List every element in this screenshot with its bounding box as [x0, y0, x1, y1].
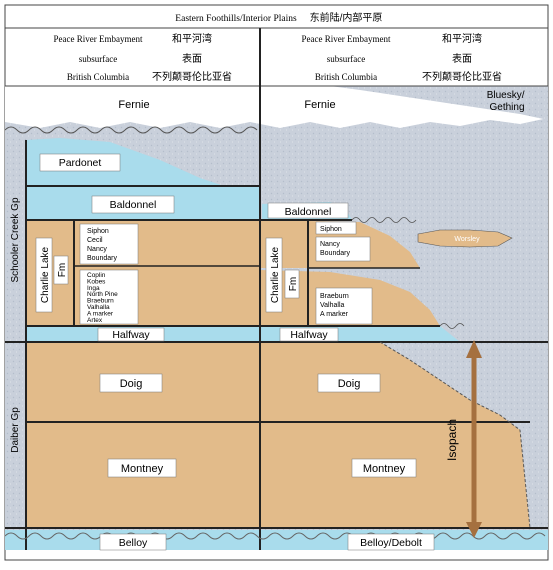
member-label: A marker: [320, 311, 349, 318]
header-title-zh: 东前陆/内部平原: [310, 11, 383, 24]
left-setting-en: subsurface: [79, 54, 117, 64]
montney-left-label: Montney: [121, 463, 164, 475]
charlie-lake-right-label: Charlie Lake: [270, 246, 281, 303]
montney-right-label: Montney: [363, 463, 406, 475]
member-label: Boundary: [320, 250, 350, 257]
member-label: A marker: [87, 310, 114, 317]
left-region-zh: 和平河湾: [172, 32, 212, 45]
member-label: Artex: [87, 317, 103, 324]
header-title-en: Eastern Foothills/Interior Plains: [175, 14, 297, 24]
member-label: Valhalla: [320, 302, 344, 309]
charlie-lake-left-label: Charlie Lake: [40, 246, 51, 303]
pinchout-lower: [439, 323, 465, 329]
left-province-zh: 不列颠哥伦比亚省: [152, 70, 232, 83]
halfway-right-label: Halfway: [290, 329, 328, 341]
left-province-en: British Columbia: [67, 72, 129, 82]
doig-left-label: Doig: [120, 378, 143, 390]
member-label: Siphon: [320, 226, 342, 233]
baldonnel-left-label: Baldonnel: [110, 199, 157, 211]
member-label: Cecil: [87, 237, 103, 244]
isopach-arrow-up: [466, 340, 482, 358]
right-province-zh: 不列颠哥伦比亚省: [422, 70, 502, 83]
right-region-zh: 和平河湾: [442, 32, 482, 45]
daiber-label: Daiber Gp: [10, 407, 21, 453]
montney-edge: [379, 341, 531, 529]
left-setting-zh: 表面: [182, 52, 202, 65]
upper-members-right-1: Siphon: [320, 226, 342, 233]
worsley-label: Worsley: [454, 236, 480, 243]
isopach-arrow-down: [466, 522, 482, 538]
member-label: Siphon: [87, 228, 109, 235]
baldonnel-right-label: Baldonnel: [285, 206, 332, 218]
member-label: Coplin: [87, 272, 106, 279]
right-province-en: British Columbia: [315, 72, 377, 82]
schooler-creek-label: Schooler Creek Gp: [10, 197, 21, 282]
member-label: Inga: [87, 285, 100, 292]
member-label: Nancy: [320, 241, 340, 248]
right-setting-zh: 表面: [452, 52, 472, 65]
halfway-left-label: Halfway: [112, 329, 150, 341]
fernie-left-label: Fernie: [118, 99, 149, 111]
fernie-right-label: Fernie: [304, 99, 335, 111]
right-setting-en: subsurface: [327, 54, 365, 64]
pinchout-upper: [351, 217, 417, 223]
pardonet-label: Pardonet: [59, 157, 102, 169]
unconformity-top-left: [4, 126, 258, 134]
doig-montney-left-fill: [26, 342, 260, 528]
doig-right-label: Doig: [338, 378, 361, 390]
pardonet-fill: [26, 138, 224, 186]
right-region-en: Peace River Embayment: [302, 34, 391, 44]
belloy-right-label: Belloy/Debolt: [360, 537, 422, 549]
member-label: Braeburn: [87, 298, 114, 305]
bluesky-wedge: [330, 86, 548, 120]
fm-right-label: Fm: [288, 277, 299, 291]
member-label: Nancy: [87, 246, 107, 253]
bluesky-line-2: Gething: [489, 102, 524, 113]
member-label: Boundary: [87, 255, 117, 262]
member-label: Braeburn: [320, 293, 349, 300]
bluesky-gething-label: Bluesky/ Gething: [487, 90, 528, 113]
bluesky-line-1: Bluesky/: [487, 90, 525, 101]
fm-left-label: Fm: [57, 263, 68, 277]
member-label: North Pine: [87, 291, 118, 298]
left-region-en: Peace River Embayment: [54, 34, 143, 44]
member-label: Kobes: [87, 278, 106, 285]
member-label: Valhalla: [87, 304, 110, 311]
belloy-left-label: Belloy: [119, 537, 148, 549]
isopach-label: Isopach: [445, 419, 459, 461]
unconformity-belloy: [4, 532, 546, 540]
worsley-lens: [417, 229, 513, 248]
